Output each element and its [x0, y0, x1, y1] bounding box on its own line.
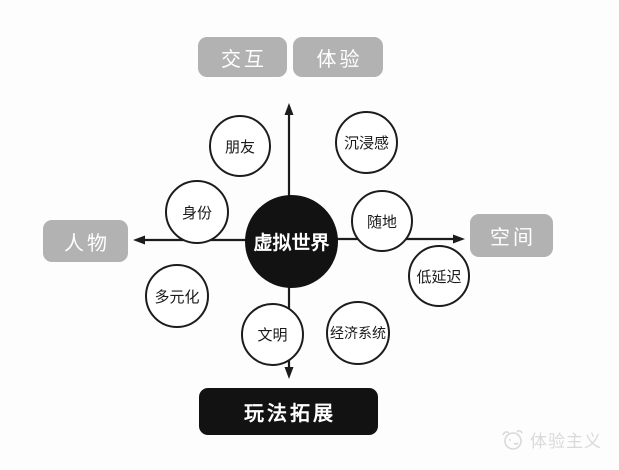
node-interaction: 交互 — [198, 37, 287, 77]
node-identity: 身份 — [165, 180, 229, 244]
watermark: 体验主义 — [499, 427, 602, 452]
node-space: 空间 — [470, 214, 553, 257]
node-friends: 朋友 — [209, 115, 271, 177]
node-immersion: 沉浸感 — [335, 111, 398, 174]
node-diversification: 多元化 — [145, 264, 209, 328]
node-gameplay-expansion: 玩法拓展 — [199, 388, 378, 435]
node-economic-system: 经济系统 — [326, 301, 390, 365]
watermark-label: 体验主义 — [530, 432, 602, 452]
doodle-face-logo-icon — [499, 427, 526, 452]
node-anywhere: 随地 — [351, 190, 413, 252]
node-experience: 体验 — [293, 37, 383, 77]
node-character: 人物 — [43, 220, 128, 262]
node-low-latency: 低延迟 — [408, 245, 470, 307]
node-civilization: 文明 — [241, 303, 304, 366]
node-virtual-world: 虚拟世界 — [245, 195, 338, 288]
